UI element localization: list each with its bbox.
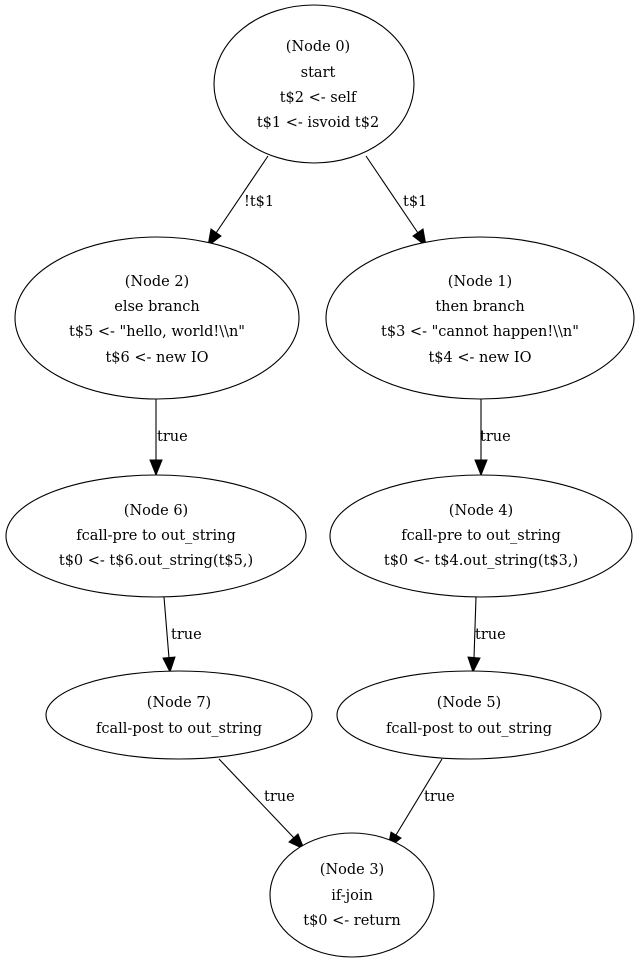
node-label-line: fcall-pre to out_string bbox=[76, 528, 235, 544]
edge-node7-to-node3: true bbox=[218, 758, 305, 850]
node-label-line: fcall-pre to out_string bbox=[401, 528, 560, 544]
node-label-line: if-join bbox=[331, 888, 373, 904]
arrowhead bbox=[467, 656, 481, 674]
node-label-line: (Node 6) bbox=[124, 503, 188, 519]
arrowhead bbox=[412, 228, 427, 248]
node-label-line: t$1 <- isvoid t$2 bbox=[257, 115, 379, 131]
arrowhead bbox=[162, 656, 176, 674]
edge-node1-to-node4: true bbox=[474, 399, 511, 477]
node-1: (Node 1) then branch t$3 <- "cannot happ… bbox=[325, 236, 635, 400]
node-label-line: t$0 <- t$6.out_string(t$5,) bbox=[59, 553, 253, 569]
node-label-line: t$0 <- t$4.out_string(t$3,) bbox=[384, 553, 578, 569]
edge-label: true bbox=[475, 627, 506, 643]
node-label-line: t$3 <- "cannot happen!\\n" bbox=[381, 324, 579, 340]
edge-label: true bbox=[480, 429, 511, 445]
edge-label: true bbox=[171, 627, 202, 643]
edge-label: !t$1 bbox=[244, 194, 274, 210]
node-label-line: fcall-post to out_string bbox=[96, 721, 262, 737]
arrowhead bbox=[474, 459, 488, 477]
node-3: (Node 3) if-join t$0 <- return bbox=[269, 832, 435, 958]
node-label-line: fcall-post to out_string bbox=[386, 721, 552, 737]
node-0: (Node 0) start t$2 <- self t$1 <- isvoid… bbox=[213, 4, 415, 164]
node-label-line: (Node 4) bbox=[449, 503, 513, 519]
node-label-line: (Node 1) bbox=[448, 274, 512, 290]
edge-node4-to-node5: true bbox=[467, 596, 506, 674]
node-label-line: (Node 0) bbox=[286, 39, 350, 55]
edge-label: true bbox=[157, 429, 188, 445]
edge-node5-to-node3: true bbox=[387, 758, 455, 850]
node-5: (Node 5) fcall-post to out_string bbox=[336, 670, 602, 760]
node-label-line: t$0 <- return bbox=[303, 913, 401, 929]
node-label-line: then branch bbox=[435, 299, 524, 315]
node-label-line: (Node 3) bbox=[320, 862, 384, 878]
node-label-line: (Node 2) bbox=[125, 274, 189, 290]
node-label-line: t$2 <- self bbox=[280, 90, 358, 106]
arrowhead bbox=[288, 833, 305, 850]
edge-label: t$1 bbox=[403, 194, 427, 210]
node-label-line: (Node 5) bbox=[437, 695, 501, 711]
edge-node2-to-node6: true bbox=[149, 399, 188, 477]
edge-node0-to-node2: !t$1 bbox=[207, 155, 274, 248]
node-2: (Node 2) else branch t$5 <- "hello, worl… bbox=[14, 236, 300, 400]
node-label-line: t$6 <- new IO bbox=[105, 350, 208, 366]
arrowhead bbox=[207, 228, 222, 248]
node-7: (Node 7) fcall-post to out_string bbox=[45, 670, 313, 760]
edge-node6-to-node7: true bbox=[162, 596, 202, 674]
edge-label: true bbox=[424, 789, 455, 805]
node-label-line: t$4 <- new IO bbox=[428, 350, 531, 366]
edge-node0-to-node1: t$1 bbox=[365, 155, 427, 248]
edge-label: true bbox=[264, 789, 295, 805]
node-label-line: (Node 7) bbox=[147, 695, 211, 711]
node-label-line: start bbox=[301, 65, 336, 81]
node-label-line: t$5 <- "hello, world!\\n" bbox=[69, 324, 245, 340]
node-4: (Node 4) fcall-pre to out_string t$0 <- … bbox=[329, 474, 633, 598]
arrowhead bbox=[149, 459, 163, 477]
node-label-line: else branch bbox=[114, 299, 200, 315]
node-6: (Node 6) fcall-pre to out_string t$0 <- … bbox=[5, 474, 307, 598]
